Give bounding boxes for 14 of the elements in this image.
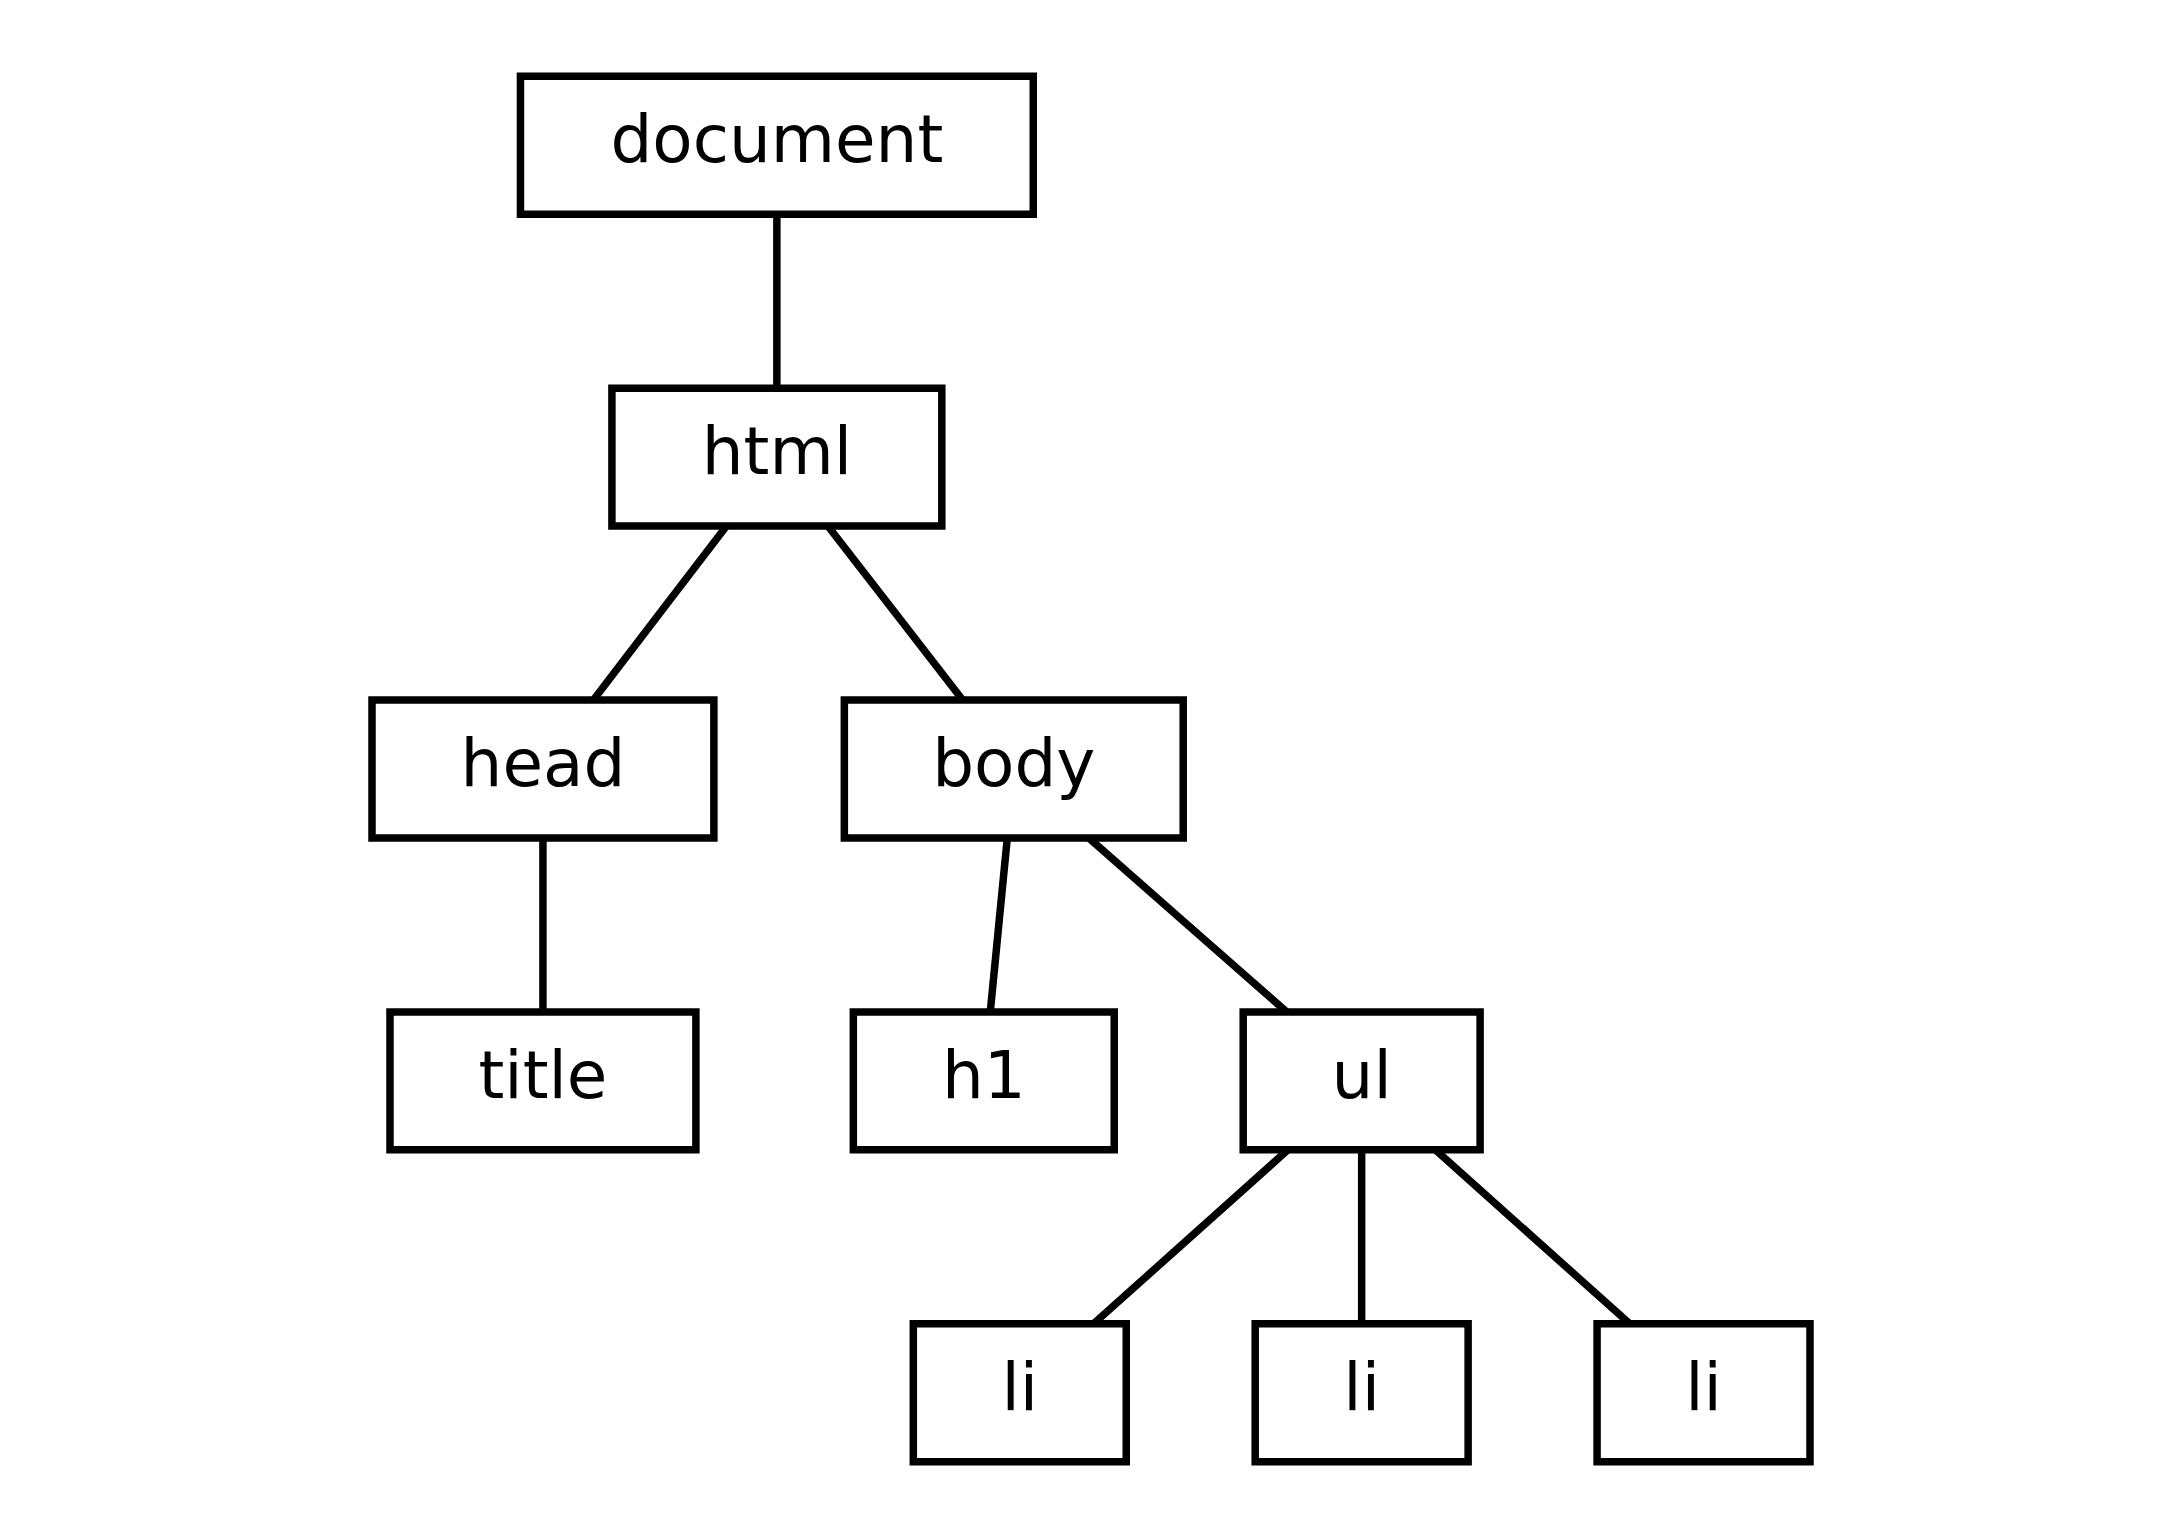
connector (986, 838, 1011, 1012)
node-box: document (516, 72, 1037, 218)
node-box: h1 (849, 1008, 1118, 1154)
connector (1357, 1150, 1366, 1324)
node-box: html (608, 384, 946, 530)
node-box: ul (1239, 1008, 1484, 1154)
node-box: li (909, 1320, 1130, 1466)
node-box: title (386, 1008, 700, 1154)
node-box: head (368, 696, 718, 842)
connector (539, 838, 547, 1012)
connector (773, 214, 781, 388)
node-box: li (1251, 1320, 1472, 1466)
node-box: li (1593, 1320, 1814, 1466)
node-box: body (840, 696, 1187, 842)
